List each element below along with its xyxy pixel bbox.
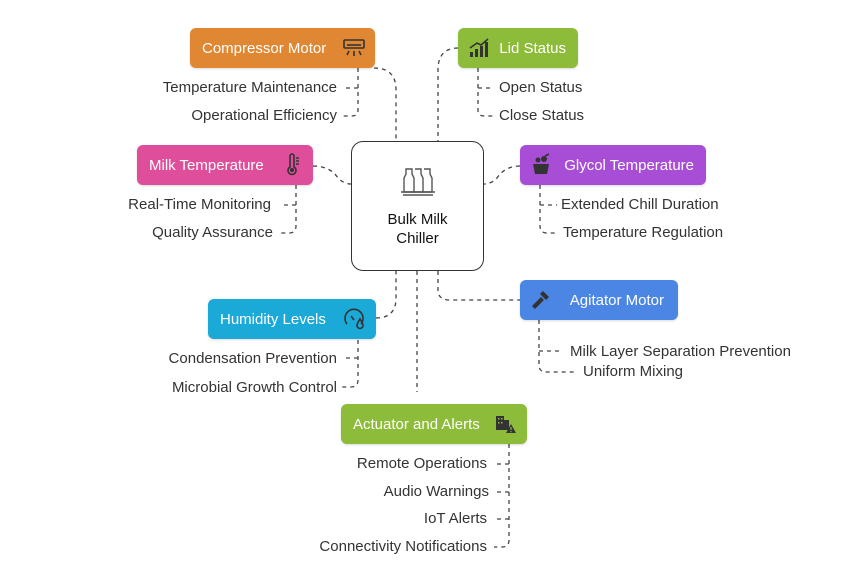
node-agitator-motor[interactable]: Agitator Motor xyxy=(520,280,678,320)
leaf-item: Temperature Maintenance xyxy=(162,79,337,96)
leaf-item: Connectivity Notifications xyxy=(319,538,487,555)
leaf-item: Uniform Mixing xyxy=(583,363,684,380)
central-topic: Bulk Milk Chiller xyxy=(351,141,484,271)
leaf-item: Condensation Prevention xyxy=(168,350,337,367)
humidity-gauge-icon xyxy=(342,306,368,332)
leaf-item: Temperature Regulation xyxy=(563,224,724,241)
thermometer-icon xyxy=(279,152,305,178)
leaf-item: Milk Layer Separation Prevention xyxy=(570,343,791,360)
leaf-item: Quality Assurance xyxy=(152,224,273,241)
node-glycol-temperature[interactable]: Glycol Temperature xyxy=(520,145,706,185)
leaf-item: IoT Alerts xyxy=(423,510,487,527)
leaf-item: Microbial Growth Control xyxy=(171,379,337,396)
leaf-item: Open Status xyxy=(499,79,583,96)
node-label: Compressor Motor xyxy=(202,39,327,57)
alert-building-icon xyxy=(493,411,519,437)
node-label: Milk Temperature xyxy=(149,156,264,174)
node-label: Actuator and Alerts xyxy=(353,415,480,433)
node-lid-status[interactable]: Lid Status xyxy=(458,28,578,68)
node-compressor-motor[interactable]: Compressor Motor xyxy=(190,28,375,68)
node-label: Lid Status xyxy=(499,39,566,57)
node-label: Glycol Temperature xyxy=(564,156,694,174)
leaf-item: Extended Chill Duration xyxy=(561,196,719,213)
central-title-line2: Chiller xyxy=(396,229,439,247)
node-actuator-and-alerts[interactable]: Actuator and Alerts xyxy=(341,404,527,444)
growth-chart-icon xyxy=(466,35,492,61)
mixer-icon xyxy=(528,287,554,313)
central-title-line1: Bulk Milk xyxy=(387,210,448,228)
leaf-item: Close Status xyxy=(499,107,585,124)
node-label: Agitator Motor xyxy=(569,291,664,309)
leaf-item: Audio Warnings xyxy=(383,483,489,500)
node-label: Humidity Levels xyxy=(220,310,326,328)
leaf-item: Operational Efficiency xyxy=(191,107,337,124)
milk-bottles-icon xyxy=(398,165,438,204)
ice-bucket-icon xyxy=(528,152,554,178)
node-humidity-levels[interactable]: Humidity Levels xyxy=(208,299,376,339)
node-milk-temperature[interactable]: Milk Temperature xyxy=(137,145,313,185)
air-conditioner-icon xyxy=(341,35,367,61)
leaf-item: Real-Time Monitoring xyxy=(128,196,271,213)
leaf-item: Remote Operations xyxy=(356,455,487,472)
